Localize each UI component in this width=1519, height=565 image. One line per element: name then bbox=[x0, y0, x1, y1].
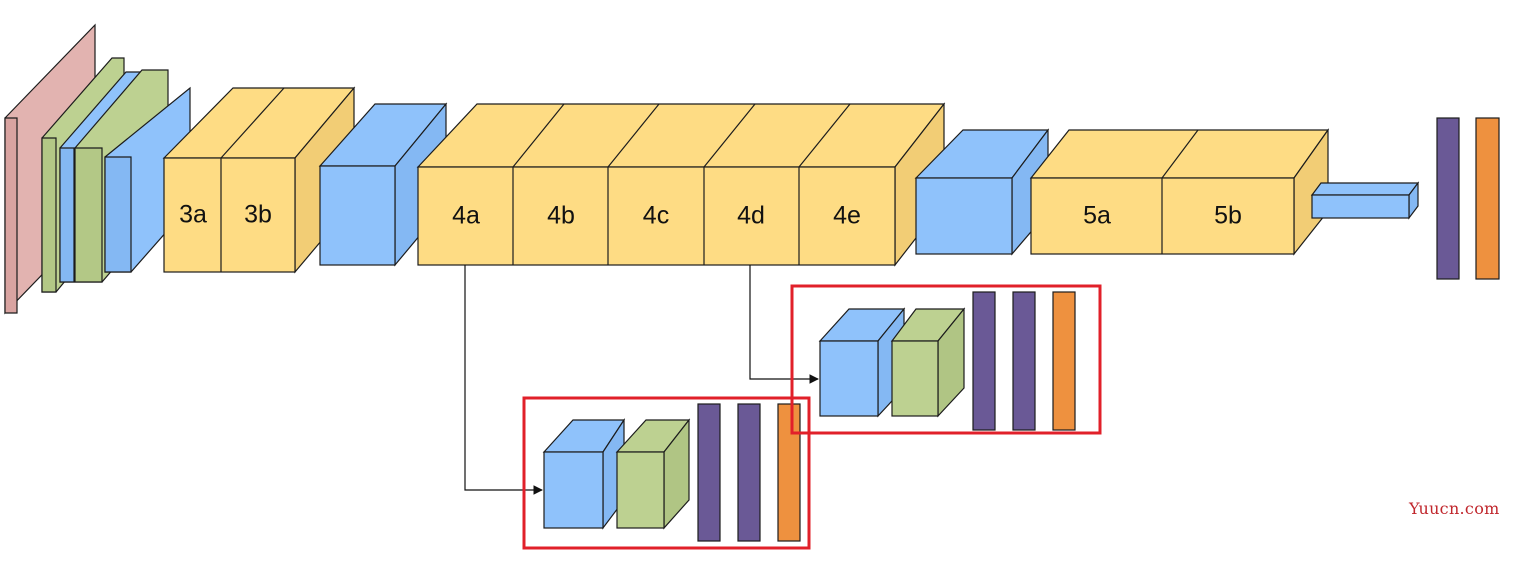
softmax-bar-final bbox=[1475, 117, 1500, 280]
label-4d: 4d bbox=[737, 202, 765, 230]
label-4a: 4a bbox=[452, 202, 480, 230]
label-3b: 3b bbox=[244, 201, 272, 229]
avgpool-bar bbox=[1310, 181, 1420, 220]
connector-4d-aux2 bbox=[749, 265, 819, 384]
block-4: 4a 4b 4c 4d 4e bbox=[416, 102, 946, 267]
label-4e: 4e bbox=[833, 202, 861, 230]
watermark-text: Yuucn.com bbox=[1409, 499, 1500, 518]
block-3: 3a 3b bbox=[162, 86, 356, 274]
label-4c: 4c bbox=[643, 202, 669, 230]
label-4b: 4b bbox=[547, 202, 575, 230]
block-5: 5a 5b bbox=[1029, 128, 1330, 256]
label-5b: 5b bbox=[1214, 202, 1242, 230]
label-3a: 3a bbox=[179, 201, 207, 229]
aux-classifier-1 bbox=[542, 403, 801, 542]
fc-bar-final bbox=[1436, 117, 1460, 280]
highlight-box-aux-1 bbox=[522, 396, 811, 550]
highlight-box-aux-2 bbox=[790, 284, 1102, 435]
connector-4a-aux1 bbox=[464, 265, 543, 495]
label-5a: 5a bbox=[1083, 202, 1111, 230]
aux-classifier-2 bbox=[818, 291, 1076, 431]
pool-cube-2 bbox=[914, 128, 1050, 256]
